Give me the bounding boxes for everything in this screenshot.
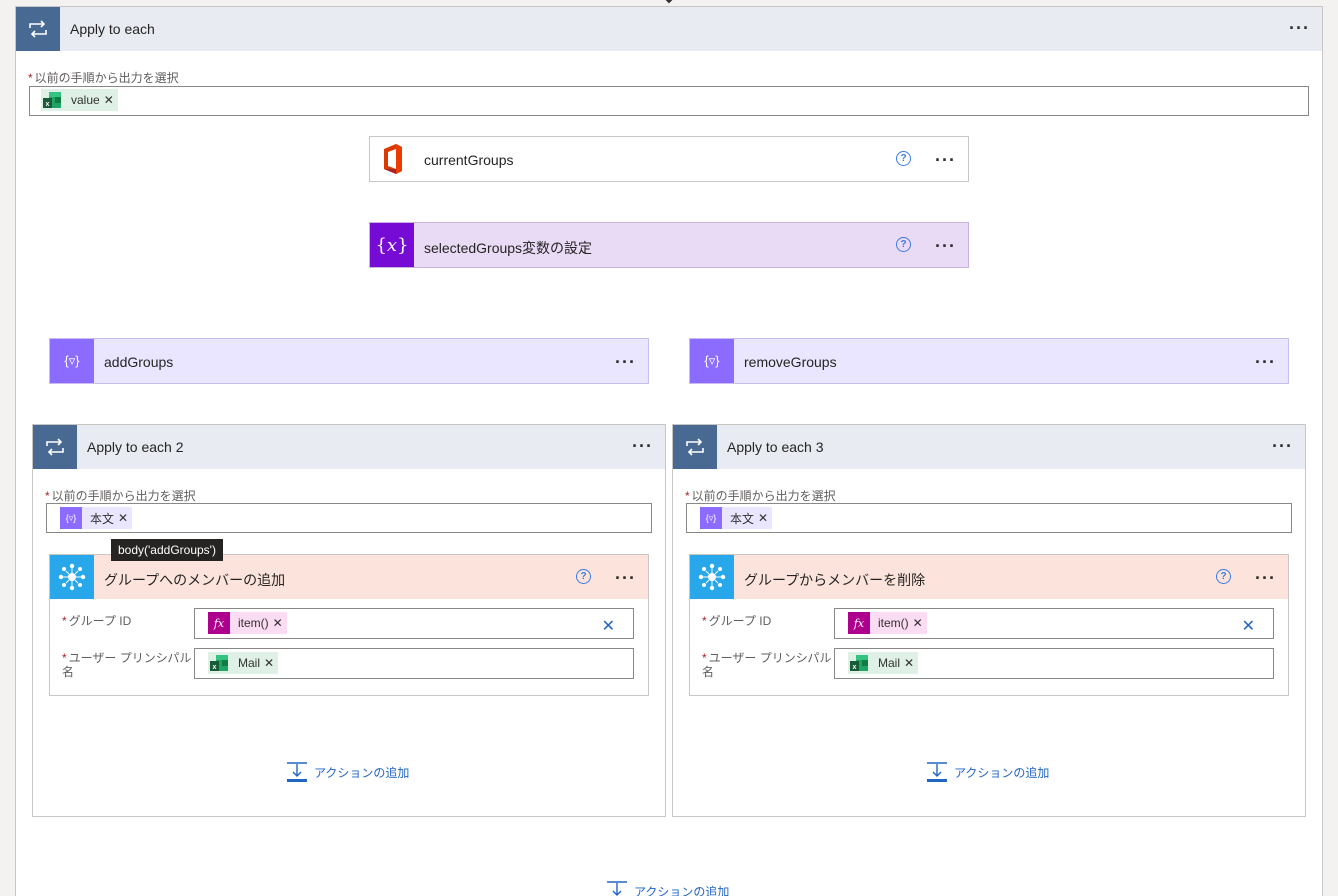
loop2-output-field[interactable]: {▿} 本文 ✕: [46, 503, 652, 533]
add-action-icon: [287, 762, 307, 782]
excel-icon: x: [848, 652, 870, 674]
excel-icon: x: [208, 652, 230, 674]
loop-arrows-icon: [33, 425, 77, 469]
close-icon[interactable]: ✕: [264, 656, 275, 670]
upn-label: *ユーザー プリンシパル名: [702, 651, 832, 679]
group-id-field[interactable]: fx item() ✕ ✕: [194, 608, 634, 639]
mail-token[interactable]: x Mail ✕: [208, 652, 279, 674]
more-dots-icon[interactable]: ···: [1272, 436, 1293, 456]
filter-array-icon: {▿}: [700, 507, 722, 529]
filter-array-icon: {▿}: [60, 507, 82, 529]
help-icon[interactable]: ?: [576, 569, 591, 584]
loop-arrows-icon: [16, 7, 60, 51]
help-icon[interactable]: ?: [896, 237, 911, 252]
filter-array-icon: {▿}: [690, 339, 734, 383]
svg-text:x: x: [46, 101, 50, 108]
current-groups-title: currentGroups: [424, 152, 514, 168]
value-token[interactable]: x value ✕: [41, 89, 118, 111]
close-icon[interactable]: ✕: [912, 616, 923, 630]
token-label: item(): [878, 616, 909, 630]
upn-field[interactable]: x Mail ✕: [194, 648, 634, 679]
outer-field-label: *以前の手順から出力を選択: [28, 71, 179, 85]
current-groups-card[interactable]: currentGroups ? ···: [369, 136, 969, 182]
close-icon[interactable]: ✕: [272, 616, 283, 630]
add-action-button[interactable]: アクションの追加: [606, 880, 729, 896]
remove-groups-card[interactable]: {▿} removeGroups ···: [689, 338, 1289, 384]
body-token[interactable]: {▿} 本文 ✕: [60, 507, 133, 529]
token-label: item(): [238, 616, 269, 630]
upn-field[interactable]: x Mail ✕: [834, 648, 1274, 679]
close-icon[interactable]: ✕: [118, 511, 129, 525]
fx-icon: fx: [848, 612, 870, 634]
add-action-label: アクションの追加: [634, 884, 730, 896]
filter-array-icon: {▿}: [50, 339, 94, 383]
group-id-field[interactable]: fx item() ✕ ✕: [834, 608, 1274, 639]
token-label: value: [71, 93, 100, 107]
help-icon[interactable]: ?: [1216, 569, 1231, 584]
excel-icon: x: [41, 89, 63, 111]
selected-groups-card[interactable]: {x} selectedGroups変数の設定 ? ···: [369, 222, 969, 268]
apply-to-each-2-header[interactable]: Apply to each 2 ···: [33, 425, 665, 469]
item-token[interactable]: fx item() ✕: [848, 612, 927, 634]
add-action-button[interactable]: アクションの追加: [286, 761, 409, 783]
remove-groups-title: removeGroups: [744, 354, 837, 370]
fx-icon: fx: [208, 612, 230, 634]
loop3-field-label: *以前の手順から出力を選択: [685, 489, 836, 503]
loop3-output-field[interactable]: {▿} 本文 ✕: [686, 503, 1292, 533]
remove-member-title: グループからメンバーを削除: [744, 572, 926, 588]
apply-to-each-header[interactable]: Apply to each ···: [16, 7, 1322, 51]
token-label: Mail: [238, 656, 261, 670]
add-action-label: アクションの追加: [954, 765, 1050, 780]
svg-text:x: x: [853, 664, 857, 671]
apply-to-each-2-title: Apply to each 2: [87, 439, 184, 455]
azure-ad-icon: [690, 555, 734, 599]
more-dots-icon[interactable]: ···: [1289, 18, 1310, 38]
add-groups-title: addGroups: [104, 354, 174, 370]
token-label: 本文: [90, 511, 115, 526]
remove-member-header[interactable]: グループからメンバーを削除 ? ···: [690, 555, 1288, 599]
loop-arrows-icon: [673, 425, 717, 469]
apply-to-each-3-header[interactable]: Apply to each 3 ···: [673, 425, 1305, 469]
token-label: Mail: [878, 656, 901, 670]
help-icon[interactable]: ?: [896, 151, 911, 166]
item-token[interactable]: fx item() ✕: [208, 612, 287, 634]
clear-field-icon[interactable]: ✕: [1241, 618, 1255, 635]
svg-text:x: x: [213, 664, 217, 671]
token-tooltip: body('addGroups'): [111, 539, 223, 561]
azure-ad-icon: [50, 555, 94, 599]
close-icon[interactable]: ✕: [904, 656, 915, 670]
more-dots-icon[interactable]: ···: [935, 236, 956, 256]
add-action-label: アクションの追加: [314, 765, 410, 780]
more-dots-icon[interactable]: ···: [1255, 568, 1276, 588]
variable-icon: {x}: [370, 223, 414, 267]
add-action-icon: [607, 881, 627, 896]
outer-output-field[interactable]: x value ✕: [29, 86, 1309, 116]
more-dots-icon[interactable]: ···: [632, 436, 653, 456]
add-member-header[interactable]: グループへのメンバーの追加 ? ···: [50, 555, 648, 599]
more-dots-icon[interactable]: ···: [1255, 352, 1276, 372]
apply-to-each-3-title: Apply to each 3: [727, 439, 824, 455]
body-token[interactable]: {▿} 本文 ✕: [700, 507, 773, 529]
office-icon: [374, 141, 410, 177]
more-dots-icon[interactable]: ···: [615, 352, 636, 372]
group-id-label: *グループ ID: [702, 614, 772, 628]
token-label: 本文: [730, 511, 755, 526]
close-icon[interactable]: ✕: [103, 93, 114, 107]
close-icon[interactable]: ✕: [758, 511, 769, 525]
add-groups-card[interactable]: {▿} addGroups ···: [49, 338, 649, 384]
more-dots-icon[interactable]: ···: [935, 150, 956, 170]
loop2-field-label: *以前の手順から出力を選択: [45, 489, 196, 503]
group-id-label: *グループ ID: [62, 614, 132, 628]
add-action-icon: [927, 762, 947, 782]
mail-token[interactable]: x Mail ✕: [848, 652, 919, 674]
apply-to-each-title: Apply to each: [70, 21, 155, 37]
selected-groups-title: selectedGroups変数の設定: [424, 240, 593, 256]
clear-field-icon[interactable]: ✕: [601, 618, 615, 635]
upn-label: *ユーザー プリンシパル名: [62, 651, 192, 679]
more-dots-icon[interactable]: ···: [615, 568, 636, 588]
add-member-title: グループへのメンバーの追加: [104, 572, 286, 588]
add-action-button[interactable]: アクションの追加: [926, 761, 1049, 783]
